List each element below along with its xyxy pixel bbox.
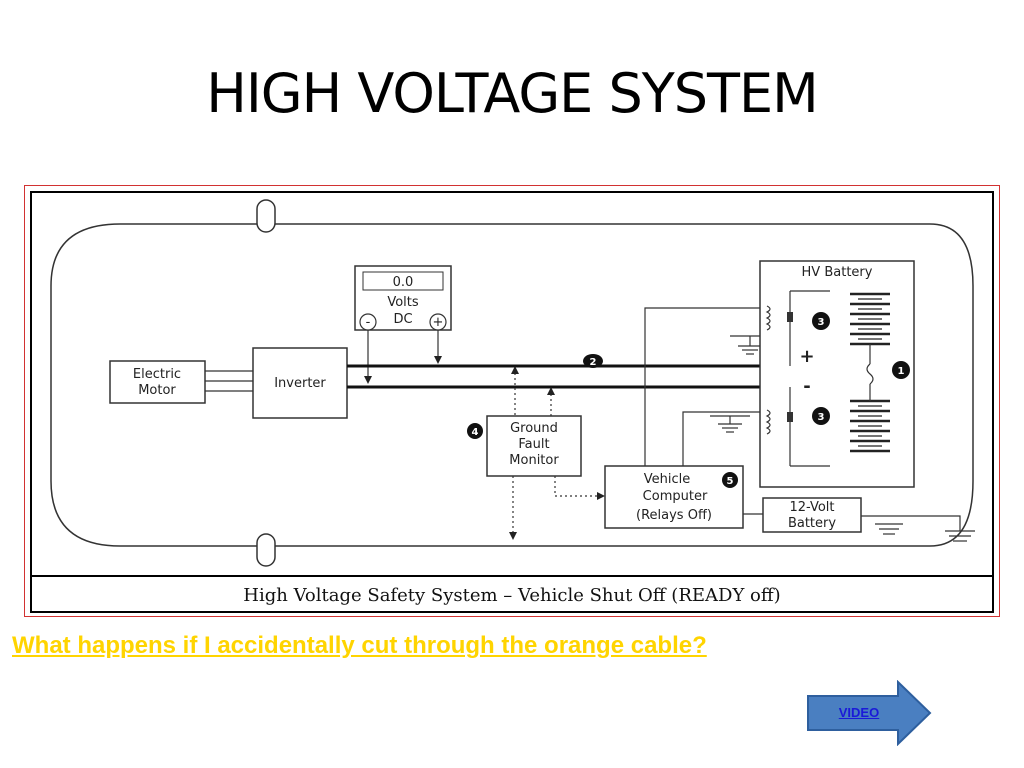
diagram-caption: High Voltage Safety System – Vehicle Shu… xyxy=(243,585,780,606)
badge-5-icon xyxy=(722,472,738,488)
diagram-canvas: Electric Motor Inverter 0.0 Volts DC - +… xyxy=(30,191,994,613)
right-arrow-icon xyxy=(807,680,932,746)
electric-motor-box xyxy=(109,360,206,404)
battery-minus-sign: - xyxy=(803,376,810,397)
badge-5-number: 5 xyxy=(727,476,734,487)
wheel-bottom-icon xyxy=(256,533,276,567)
badge-3-top-number: 3 xyxy=(818,317,825,328)
ground-fault-monitor-box xyxy=(486,415,582,477)
vehicle-computer-label-line1: Vehicle xyxy=(644,472,691,487)
voltmeter-unit-line1: Volts xyxy=(387,295,419,310)
vehicle-outline xyxy=(50,223,974,547)
hv-battery-enclosure xyxy=(759,260,915,488)
service-plug-fuse xyxy=(866,363,874,385)
gfm-label-line3: Monitor xyxy=(509,453,559,468)
battery-12v-label-line2: Battery xyxy=(788,516,836,531)
vehicle-computer-box xyxy=(604,465,744,529)
badge-4-icon xyxy=(467,423,483,439)
relay-coil-bottom xyxy=(765,409,771,435)
video-button[interactable]: VIDEO xyxy=(806,680,932,746)
orange-cable-question-link[interactable]: What happens if I accidentally cut throu… xyxy=(12,632,707,659)
badge-2-icon xyxy=(583,354,603,368)
inverter-box xyxy=(252,347,348,419)
hv-battery-label: HV Battery xyxy=(802,265,873,280)
badge-2-number: 2 xyxy=(590,357,597,368)
voltmeter-minus-sign: - xyxy=(366,315,371,330)
gfm-label-line1: Ground xyxy=(510,421,558,436)
badge-3-bottom-number: 3 xyxy=(818,412,825,423)
vehicle-computer-label-line3: (Relays Off) xyxy=(636,508,712,523)
badge-4-number: 4 xyxy=(472,427,479,438)
electric-motor-label-line1: Electric xyxy=(133,367,181,382)
inverter-label: Inverter xyxy=(274,376,326,391)
battery-12v-box xyxy=(762,497,862,533)
voltmeter-reading: 0.0 xyxy=(393,275,414,290)
slide-title: HIGH VOLTAGE SYSTEM xyxy=(206,62,818,125)
battery-cells-bottom xyxy=(850,399,890,453)
badge-1-number: 1 xyxy=(898,366,905,377)
high-voltage-diagram: Electric Motor Inverter 0.0 Volts DC - +… xyxy=(24,185,1000,617)
battery-plus-sign: + xyxy=(799,346,814,367)
relay-coil-top xyxy=(765,305,771,331)
vehicle-computer-label-line2: Computer xyxy=(643,489,708,504)
wheel-top-icon xyxy=(256,199,276,233)
voltmeter-display xyxy=(362,271,444,291)
video-button-label: VIDEO xyxy=(838,705,880,720)
voltmeter-unit-line2: DC xyxy=(393,312,412,327)
gfm-label-line2: Fault xyxy=(518,437,549,452)
badge-1-icon xyxy=(892,361,910,379)
badge-3-bottom-icon xyxy=(812,407,830,425)
electric-motor-label-line2: Motor xyxy=(138,383,176,398)
battery-12v-label-line1: 12-Volt xyxy=(789,500,834,515)
voltmeter-plus-sign: + xyxy=(433,315,444,330)
badge-3-top-icon xyxy=(812,312,830,330)
